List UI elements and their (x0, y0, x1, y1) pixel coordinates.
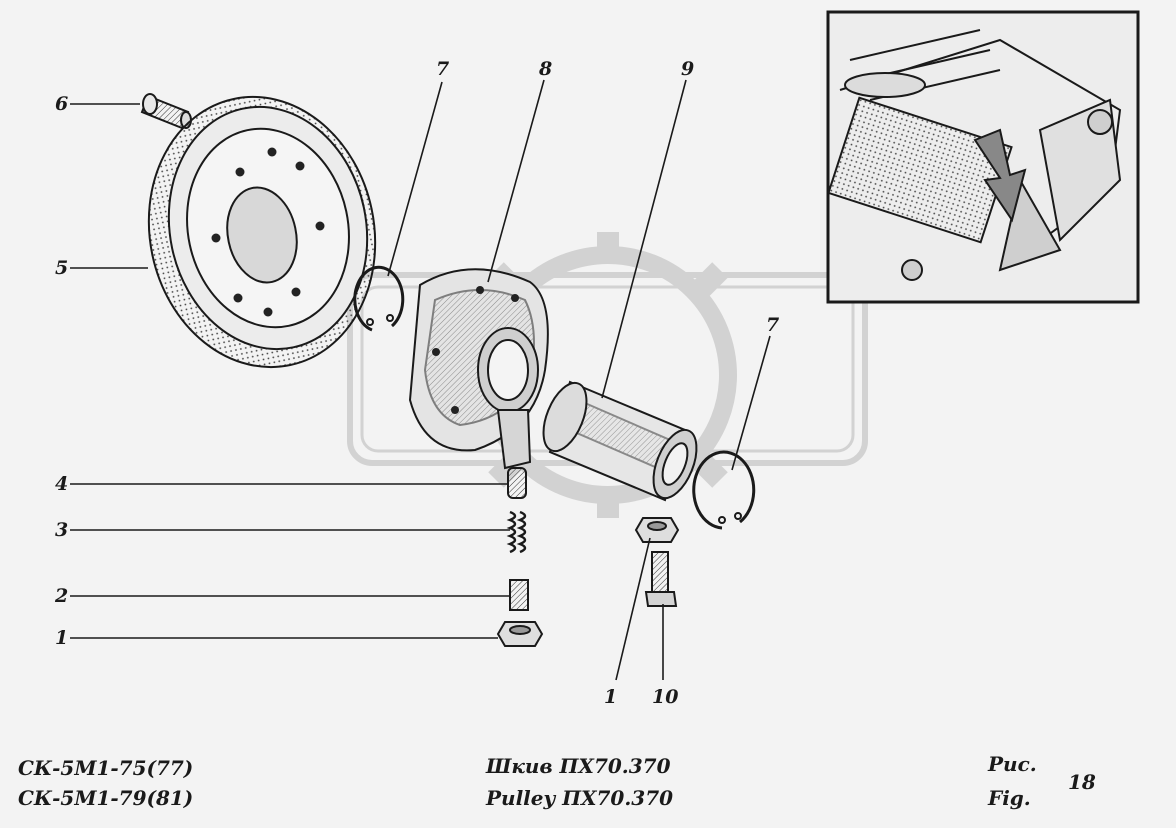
model-line-2: СК-5М1-79(81) (18, 786, 194, 810)
callout-7: 7 (436, 58, 450, 80)
inset-machine-view (826, 10, 1140, 304)
callout-8: 8 (539, 58, 553, 80)
callout-1-right: 1 (604, 686, 618, 708)
callout-2: 2 (55, 585, 69, 607)
part-1-nut (496, 621, 544, 647)
model-line-1: СК-5М1-75(77) (18, 756, 194, 780)
part-3-spring (506, 510, 527, 554)
callout-1: 1 (55, 627, 69, 649)
part-7-snap-ring-2 (692, 450, 756, 530)
part-2-set-screw (509, 579, 529, 611)
callout-6: 6 (55, 93, 69, 115)
callout-4: 4 (55, 473, 69, 495)
callout-9: 9 (681, 58, 695, 80)
callout-7-right: 7 (766, 314, 780, 336)
part-5-pulley (147, 95, 377, 369)
pointer-arrow-icon (973, 128, 1027, 223)
fig-label-ru: Рис. (988, 752, 1037, 776)
leader-lines (70, 79, 771, 681)
figure-title-en: Pulley ПХ70.370 (486, 786, 674, 810)
callout-5: 5 (55, 257, 69, 279)
part-10-bolt (644, 551, 678, 607)
part-4-pin (507, 467, 527, 499)
fig-label-en: Fig. (988, 786, 1031, 810)
part-6-bolt (140, 93, 192, 130)
figure-title-ru: Шкив ПХ70.370 (486, 754, 671, 778)
part-8-flange-housing (408, 268, 549, 470)
callout-3: 3 (55, 519, 69, 541)
fig-number: 18 (1068, 770, 1096, 794)
part-9-sleeve (542, 380, 698, 502)
callout-10: 10 (652, 686, 679, 708)
part-7-snap-ring (353, 265, 405, 332)
part-1-nut-2 (634, 517, 680, 543)
